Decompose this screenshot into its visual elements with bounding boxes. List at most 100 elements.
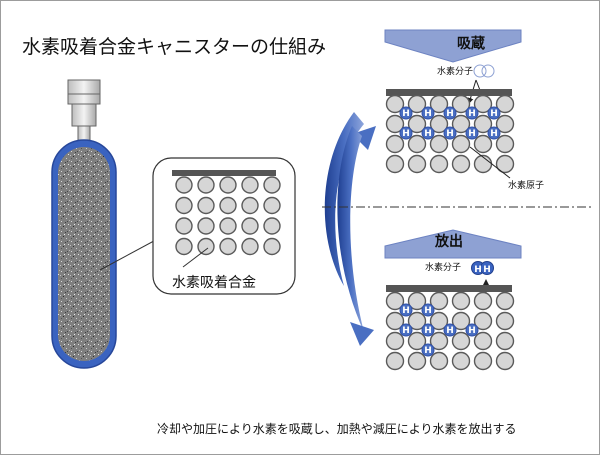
absorb-alloy-atom <box>407 114 427 134</box>
release-alloy-atom <box>385 331 405 351</box>
release-h2-atom-right <box>480 261 494 275</box>
release-hydrogen-atom <box>421 343 435 357</box>
absorb-alloy-atom <box>429 94 449 114</box>
absorb-alloy-atom <box>495 154 515 174</box>
release-alloy-atom <box>407 331 427 351</box>
release-alloy-atom <box>429 291 449 311</box>
release-header-label: 放出 <box>434 233 463 250</box>
absorb-header-chevron <box>384 29 522 63</box>
absorb-molecule-label: 水素分子 <box>437 65 473 77</box>
canister-valve <box>71 103 97 127</box>
absorb-alloy-atom <box>473 114 493 134</box>
release-alloy-atom <box>407 351 427 371</box>
release-hydrogen-atom-letter: H <box>424 306 432 316</box>
zoom-alloy-atom <box>175 217 193 235</box>
release-hydrogen-atom-letter: H <box>424 326 432 336</box>
zoom-alloy-atom <box>263 196 281 215</box>
zoom-alloy-atom <box>241 237 259 256</box>
absorb-hydrogen-atom <box>443 126 457 140</box>
release-alloy-atom <box>495 291 515 311</box>
canister-alloy-fill <box>58 147 110 361</box>
absorb-alloy-atom <box>385 134 405 154</box>
absorb-hydrogen-atom <box>465 106 479 120</box>
canister <box>51 79 117 369</box>
zoom-alloy-atom <box>197 237 215 256</box>
absorb-alloy-atom <box>473 94 493 114</box>
release-alloy-atom <box>495 331 515 351</box>
absorb-hydrogen-atom-letter: H <box>402 109 410 119</box>
absorb-alloy-atom <box>407 94 427 114</box>
release-hydrogen-atom <box>399 303 413 317</box>
absorb-hydrogen-atom-letter: H <box>490 109 498 119</box>
release-curve-arrow-body <box>337 126 364 332</box>
release-alloy-atom <box>495 351 515 371</box>
release-curve-arrow-head <box>350 322 374 346</box>
release-alloy-atom <box>429 331 449 351</box>
release-hydrogen-atom <box>443 323 457 337</box>
absorb-alloy-atom <box>451 154 471 174</box>
zoom-alloy-atom <box>263 176 281 194</box>
absorb-hydrogen-atom <box>421 126 435 140</box>
release-hydrogen-atom <box>465 323 479 337</box>
release-hydrogen-atom <box>421 303 435 317</box>
absorb-hydrogen-atom-letter: H <box>490 129 498 139</box>
release-header-chevron <box>384 229 522 259</box>
absorb-alloy-atom <box>451 94 471 114</box>
absorb-alloy-atom <box>495 94 515 114</box>
zoom-alloy-atom <box>219 237 237 256</box>
zoom-alloy-atom <box>197 196 215 215</box>
absorb-header-label: 吸蔵 <box>457 35 485 52</box>
zoom-box: 水素吸着合金 <box>152 157 296 295</box>
release-alloy-atom <box>451 331 471 351</box>
release-alloy-atom <box>473 331 493 351</box>
canister-nut <box>67 93 101 105</box>
release-alloy-atom <box>473 351 493 371</box>
absorb-hydrogen-atom <box>487 106 501 120</box>
zoom-alloy-atom <box>219 217 237 235</box>
zoom-alloy-lattice <box>175 176 281 256</box>
absorb-hydrogen-atom <box>443 106 457 120</box>
zoom-alloy-atom <box>263 217 281 235</box>
absorb-hydrogen-atom-letter: H <box>446 109 454 119</box>
absorb-hydrogen-atom-letter: H <box>468 109 476 119</box>
zoom-alloy-atom <box>241 176 259 194</box>
absorb-hydrogen-atom <box>421 106 435 120</box>
release-h2-letter-right: H <box>483 265 491 275</box>
zoom-label-leader <box>182 247 209 268</box>
zoom-label: 水素吸着合金 <box>172 275 256 291</box>
absorb-alloy-atom <box>451 114 471 134</box>
release-alloy-atom <box>385 311 405 331</box>
zoom-alloy-atom <box>263 237 281 256</box>
absorb-alloy-atom <box>495 114 515 134</box>
absorb-hydrogen-atom-letter: H <box>402 129 410 139</box>
release-hydrogen-atom-letter: H <box>402 306 410 316</box>
release-h2-molecule: H H <box>471 261 494 275</box>
release-hydrogen-atom-letter: H <box>468 326 476 336</box>
release-alloy-atom <box>451 351 471 371</box>
absorb-atom-label: 水素原子 <box>508 179 544 191</box>
absorb-alloy-atom <box>385 94 405 114</box>
zoom-alloy-atom <box>175 176 193 194</box>
absorb-alloy-atom <box>473 154 493 174</box>
absorb-hydrogen-atom-letter: H <box>468 129 476 139</box>
release-alloy-atom <box>407 311 427 331</box>
absorb-hydrogen-atom <box>399 106 413 120</box>
release-hydrogen-atom-letter: H <box>424 346 432 356</box>
absorb-alloy-atom <box>429 154 449 174</box>
zoom-surface-bar <box>172 170 276 176</box>
absorb-alloy-atom <box>385 154 405 174</box>
absorb-alloy-atom <box>429 114 449 134</box>
zoom-alloy-atom <box>219 176 237 194</box>
release-surface-bar <box>386 285 512 292</box>
absorb-h2-outline-right <box>481 64 495 78</box>
zoom-alloy-atom <box>219 196 237 215</box>
zoom-alloy-atom <box>175 237 193 256</box>
absorb-h2-outline-left <box>473 64 487 78</box>
release-alloy-atom <box>473 311 493 331</box>
absorb-alloy-atom <box>473 134 493 154</box>
release-hydrogen-atom <box>421 323 435 337</box>
